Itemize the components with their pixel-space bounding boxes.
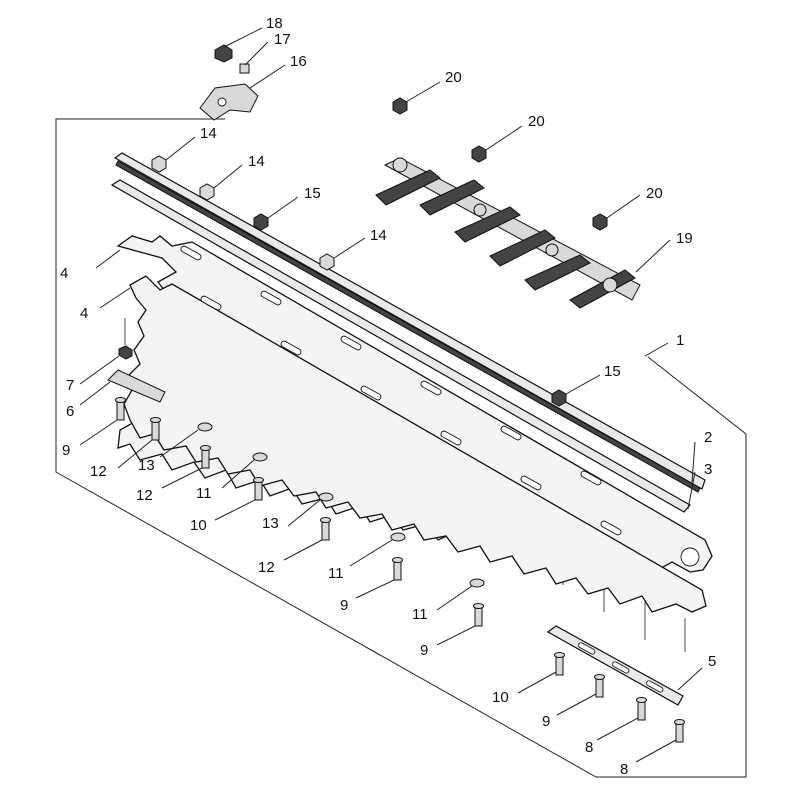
callout-8-b: 8 [620,761,628,778]
callout-12-b: 12 [136,487,153,504]
callout-2: 2 [704,429,712,446]
callout-1: 1 [676,332,684,349]
callout-17: 17 [274,31,291,48]
callout-12-c: 12 [258,559,275,576]
callout-14-c: 14 [370,227,387,244]
callout-16: 16 [290,53,307,70]
callout-20-c: 20 [646,185,663,202]
callout-14-b: 14 [248,153,265,170]
nuts-part-14-15 [151,155,567,407]
callout-13-a: 13 [138,457,155,474]
cutter-guide-assembly [375,157,641,309]
callout-5: 5 [708,653,716,670]
callout-12-a: 12 [90,463,107,480]
callout-15-a: 15 [304,185,321,202]
callout-4-a: 4 [60,265,68,282]
assembly-frame [55,118,747,778]
callout-14-a: 14 [200,125,217,142]
callout-10-a: 10 [190,517,207,534]
clip-part-6-7 [107,345,166,403]
callout-9-a: 9 [62,442,70,459]
callout-11-a: 11 [196,485,212,502]
bottom-plate [546,625,684,706]
callout-4-b: 4 [80,305,88,322]
lower-blade [123,275,707,613]
nuts-part-20 [392,97,608,231]
callout-19: 19 [676,230,693,247]
callout-8-a: 8 [585,739,593,756]
callout-20-b: 20 [528,113,545,130]
leader-lines [79,27,703,763]
callout-9-d: 9 [542,713,550,730]
callout-10-b: 10 [492,689,509,706]
callout-7: 7 [66,377,74,394]
callout-3: 3 [704,461,712,478]
callout-6: 6 [66,403,74,420]
callout-13-b: 13 [262,515,279,532]
callout-9-c: 9 [420,642,428,659]
top-bracket-assembly [199,44,259,121]
callout-9-b: 9 [340,597,348,614]
callout-20-a: 20 [445,69,462,86]
callout-15-b: 15 [604,363,621,380]
bolts-and-washers [115,397,685,743]
callout-11-b: 11 [328,565,344,582]
callout-labels: 18 17 16 20 20 20 19 14 14 15 14 15 1 2 … [60,15,716,778]
callout-18: 18 [266,15,283,32]
blade-slots [180,245,622,536]
spacer-bar [110,179,691,513]
callout-11-c: 11 [412,606,428,623]
